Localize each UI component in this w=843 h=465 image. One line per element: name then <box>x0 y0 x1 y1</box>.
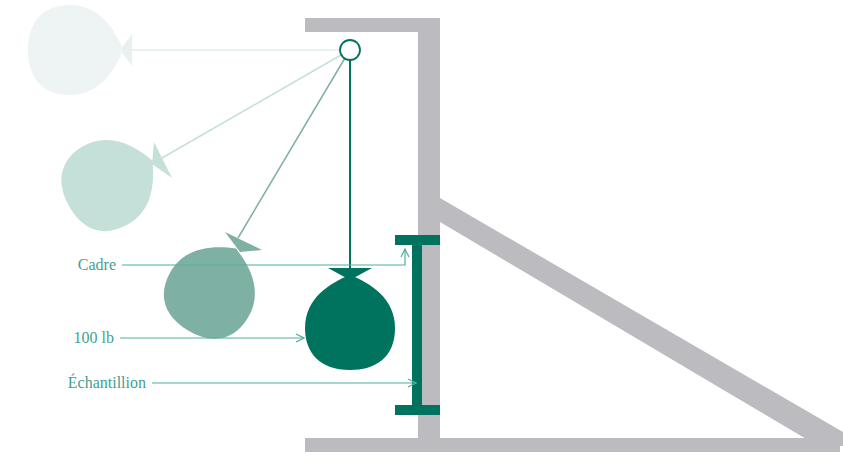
part-label: 100 lb <box>72 328 116 348</box>
part-label: Cadre <box>76 255 118 275</box>
test-frame <box>305 18 843 452</box>
leader-lines <box>120 249 416 383</box>
pendulum-weight <box>305 60 395 370</box>
specimen-bracket <box>395 235 440 415</box>
pendulum-ghost <box>28 5 340 95</box>
pendulum-ghost <box>47 55 341 245</box>
part-label: Échantillion <box>66 373 148 393</box>
pivot <box>340 40 360 60</box>
